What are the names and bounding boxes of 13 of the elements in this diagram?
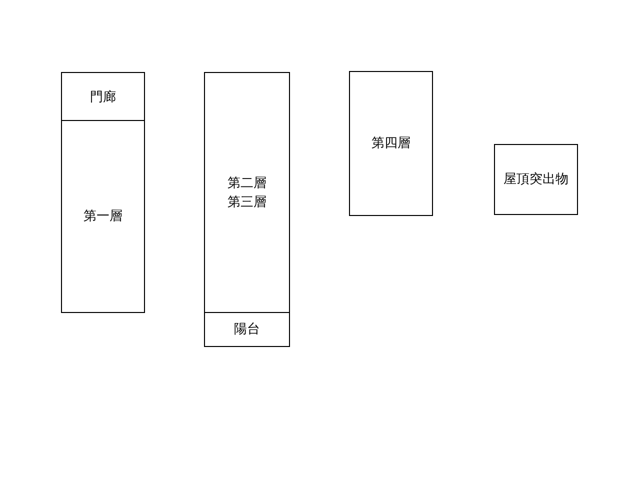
room-label: 陽台 [234,321,260,339]
room-box [204,72,290,314]
room-box [61,120,145,313]
room-box [494,144,578,215]
room-label: 第四層 [372,135,410,153]
room-label: 第一層 [84,208,122,226]
room-label: 門廊 [90,88,116,106]
room-label: 第二層 [228,175,266,193]
room-label: 第三層 [228,194,266,212]
room-box [349,71,433,216]
room-label: 屋頂突出物 [504,171,568,189]
room-box [61,72,145,122]
room-box [204,312,290,347]
